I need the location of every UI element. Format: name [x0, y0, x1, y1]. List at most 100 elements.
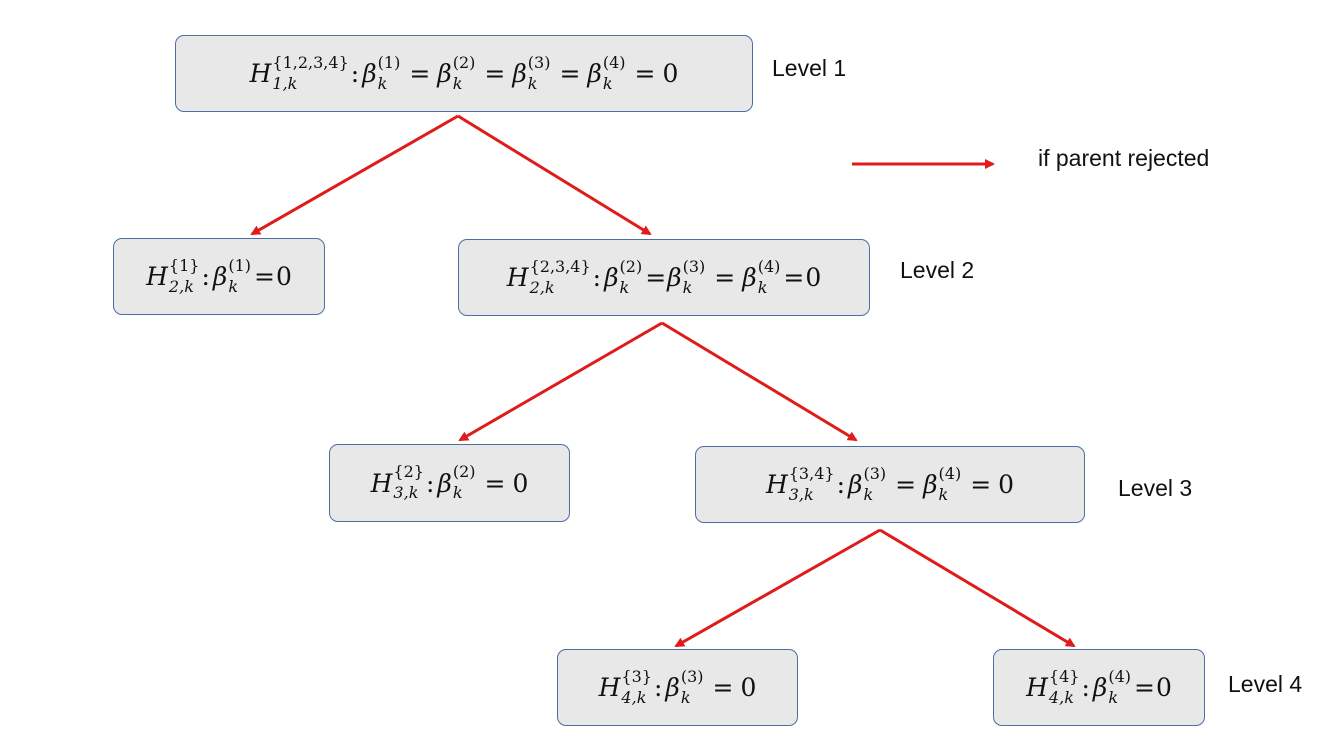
node-level2-left: H{1}2,k:β(1)k=0 [113, 238, 325, 315]
beta-letter: β [742, 263, 757, 292]
colon-separator: : [201, 262, 210, 291]
hypothesis-symbol: H{1}2,k [146, 255, 201, 296]
zero-value: 0 [275, 262, 292, 291]
edge-3b-to-4a [674, 528, 881, 648]
hypothesis-symbol: H{2,3,4}2,k [507, 258, 593, 297]
beta-subscript: k [1108, 687, 1119, 707]
zero-value: 0 [1155, 673, 1172, 702]
equals-sign: = [970, 470, 992, 499]
beta-superscript: (3) [680, 666, 704, 686]
hypothesis-symbol: H{3}4,k [599, 666, 654, 707]
hypothesis-letter: H [370, 468, 393, 498]
hypothesis-subscript: 2,k [529, 277, 555, 297]
beta-superscript: (3) [682, 256, 706, 276]
colon-separator: : [836, 470, 845, 499]
beta-subscript: k [680, 687, 691, 707]
equals-sign: = [409, 59, 431, 88]
beta-superscript: (3) [863, 463, 887, 483]
beta-superscript: (1) [377, 52, 401, 72]
beta-scripts: (3)k [680, 666, 704, 707]
hypothesis-formula: H{1}2,k:β(1)k=0 [146, 255, 292, 296]
beta-letter: β [665, 673, 680, 702]
beta-scripts: (4)k [938, 463, 962, 504]
hypothesis-superscript: {1,2,3,4} [272, 52, 349, 72]
node-level4-right: H{4}4,k:β(4)k=0 [993, 649, 1205, 726]
colon-separator: : [350, 59, 360, 88]
beta-coefficient: β(4)k [1093, 666, 1133, 707]
node-level3-right: H{3,4}3,k:β(3)k=β(4)k=0 [695, 446, 1085, 523]
hypothesis-subscript: 4,k [1048, 687, 1074, 707]
equals-sign: = [254, 262, 275, 291]
beta-superscript: (1) [228, 255, 252, 275]
zero-value: 0 [998, 470, 1015, 499]
beta-coefficient: β(4)k [742, 258, 782, 295]
hypothesis-superscript: {3,4} [788, 463, 835, 483]
beta-scripts: (2)k [452, 52, 476, 91]
node-level3-left: H{2}3,k:β(2)k=0 [329, 444, 570, 522]
beta-superscript: (2) [452, 52, 476, 72]
beta-scripts: (1)k [228, 255, 252, 296]
hypothesis-subscript: 3,k [788, 484, 814, 504]
beta-coefficient: β(3)k [512, 54, 552, 91]
level-3-label: Level 3 [1118, 475, 1193, 501]
beta-coefficient: β(2)k [604, 256, 644, 297]
edge-3b-to-4b [879, 528, 1076, 648]
beta-subscript: k [938, 484, 949, 504]
edge-1-to-2a [250, 114, 459, 236]
beta-letter: β [512, 59, 527, 88]
beta-subscript: k [619, 277, 630, 297]
hypothesis-subscript: 2,k [168, 276, 194, 296]
hypothesis-superscript: {1} [168, 255, 200, 275]
beta-scripts: (3)k [528, 54, 551, 91]
hypothesis-letter: H [146, 262, 168, 291]
hypothesis-letter: H [765, 470, 788, 499]
edge-2b-to-3a [458, 321, 663, 442]
beta-scripts: (4)k [1108, 666, 1132, 707]
level-1-label: Level 1 [772, 55, 847, 81]
hypothesis-formula: H{2}3,k:β(2)k=0 [370, 462, 529, 500]
beta-coefficient: β(3)k [665, 666, 705, 707]
colon-separator: : [1081, 673, 1090, 702]
beta-scripts: (1)k [377, 52, 401, 93]
beta-subscript: k [377, 73, 388, 93]
beta-letter: β [923, 470, 938, 499]
hypothesis-scripts: {1,2,3,4}1,k [272, 52, 349, 91]
beta-superscript: (2) [452, 462, 476, 482]
hypothesis-subscript: 4,k [621, 687, 647, 707]
beta-superscript: (2) [619, 256, 643, 276]
beta-superscript: (4) [1108, 666, 1132, 686]
beta-coefficient: β(2)k [437, 462, 477, 500]
hypothesis-formula: H{4}4,k:β(4)k=0 [1026, 666, 1172, 707]
hypothesis-formula: H{1,2,3,4}1,k:β(1)k=β(2)k=β(3)k=β(4)k=0 [249, 52, 679, 93]
node-level1-root: H{1,2,3,4}1,k:β(1)k=β(2)k=β(3)k=β(4)k=0 [175, 35, 753, 112]
beta-superscript: (4) [938, 463, 962, 483]
hypothesis-symbol: H{2}3,k [370, 463, 426, 500]
colon-separator: : [425, 468, 435, 498]
hypothesis-formula: H{3}4,k:β(3)k=0 [599, 666, 757, 707]
equals-sign: = [559, 59, 581, 88]
beta-scripts: (3)k [682, 256, 706, 295]
hypothesis-superscript: {3} [621, 666, 652, 686]
beta-scripts: (4)k [603, 54, 626, 91]
zero-value: 0 [740, 673, 757, 702]
hypothesis-superscript: {4} [1048, 666, 1080, 686]
beta-letter: β [848, 470, 863, 499]
beta-scripts: (2)k [452, 462, 476, 500]
legend-label: if parent rejected [1038, 145, 1210, 171]
equals-sign: = [783, 263, 805, 292]
colon-separator: : [592, 263, 602, 292]
beta-subscript: k [228, 276, 239, 296]
hypothesis-scripts: {2}3,k [393, 463, 424, 500]
beta-letter: β [604, 263, 619, 292]
hypothesis-symbol: H{1,2,3,4}1,k [249, 52, 351, 91]
beta-letter: β [212, 262, 228, 291]
hypothesis-symbol: H{3,4}3,k [765, 463, 837, 504]
beta-coefficient: β(3)k [848, 463, 888, 502]
hypothesis-scripts: {3,4}3,k [788, 463, 835, 504]
equals-sign: = [484, 468, 506, 498]
beta-letter: β [437, 468, 452, 498]
zero-value: 0 [805, 263, 822, 292]
beta-coefficient: β(4)k [587, 54, 627, 91]
hypothesis-letter: H [249, 59, 272, 88]
hypothesis-formula: H{3,4}3,k:β(3)k=β(4)k=0 [765, 463, 1015, 504]
